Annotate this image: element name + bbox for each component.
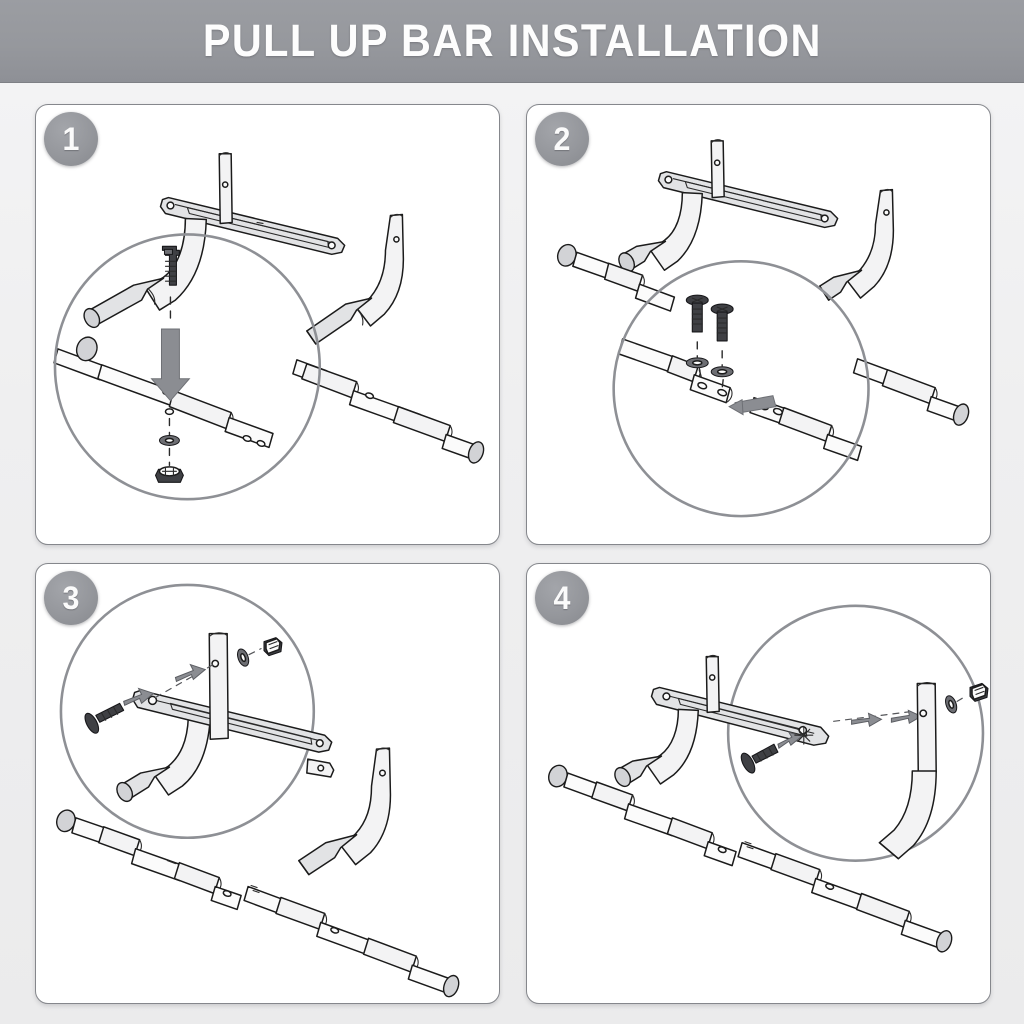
step-number-3: 3 <box>62 580 80 616</box>
main-bar-right <box>243 884 460 998</box>
wall-bracket-part <box>131 689 333 753</box>
nut-guide-line <box>248 648 262 656</box>
nut-part <box>263 637 283 657</box>
bolt-part-2 <box>710 303 734 342</box>
wall-bracket-part <box>650 686 830 746</box>
curved-arm-left <box>614 708 700 788</box>
bolt-part-1 <box>685 294 709 333</box>
step-badge-1: 1 <box>44 112 98 166</box>
step-badge-4: 4 <box>535 571 589 625</box>
bar-hole <box>164 408 175 416</box>
insert-arrow-post <box>174 663 207 683</box>
main-bar-left <box>53 336 274 449</box>
magnifier-lens <box>53 233 322 501</box>
curved-arm-right <box>306 213 405 345</box>
curved-arm-right <box>818 188 895 301</box>
washer-guide-line-1 <box>698 369 703 382</box>
vertical-post-part <box>710 139 725 199</box>
magnifier-lens <box>612 259 870 518</box>
washer-part-1 <box>685 357 709 369</box>
step-panel-2[interactable]: 2 <box>526 104 991 545</box>
step-1-illustration <box>36 105 499 544</box>
insert-arrow-left <box>123 687 155 707</box>
vertical-post-part <box>218 152 233 225</box>
steps-grid: 1 <box>35 104 991 1004</box>
magnifier-lens <box>726 604 985 862</box>
washer-part <box>945 695 958 714</box>
nut-guide-line <box>956 694 968 702</box>
nut-part <box>969 682 989 702</box>
step-number-1: 1 <box>62 121 80 157</box>
bolt-part <box>84 702 125 734</box>
main-bar-left <box>548 764 737 867</box>
step-badge-3: 3 <box>44 571 98 625</box>
wall-bracket-part <box>159 196 346 256</box>
main-bar-right <box>737 841 953 953</box>
bolt-part <box>161 245 180 286</box>
sheet-header: PULL UP BAR INSTALLATION <box>0 0 1024 83</box>
left-insert-arrow <box>728 395 777 416</box>
main-bar-right <box>292 359 485 464</box>
magnifier-lens <box>59 583 316 840</box>
washer-part <box>237 648 250 667</box>
wall-bracket-part <box>657 170 839 229</box>
insert-arrow-post <box>890 709 923 725</box>
step-2-illustration <box>527 105 990 544</box>
insert-arrow-bracket <box>777 731 803 749</box>
step-3-illustration <box>36 564 499 1003</box>
bracket-right-tab <box>306 758 335 778</box>
down-insert-arrow <box>150 328 191 402</box>
washer-part <box>158 434 180 446</box>
page-title: PULL UP BAR INSTALLATION <box>202 15 822 66</box>
step-panel-1[interactable]: 1 <box>35 104 500 545</box>
bar-tube-right <box>852 358 970 426</box>
step-4-illustration <box>527 564 990 1003</box>
curved-arm-left <box>618 191 704 273</box>
step-panel-3[interactable]: 3 <box>35 563 500 1004</box>
curved-arm-right <box>878 770 937 860</box>
washer-guide-line-2 <box>721 379 724 390</box>
step-panel-4[interactable]: 4 <box>526 563 991 1004</box>
bar-tube-left <box>556 243 676 312</box>
washer-part-2 <box>710 366 734 378</box>
main-bar-left <box>56 809 242 911</box>
insert-arrow-mid <box>851 712 883 728</box>
curved-arm-left <box>116 716 212 803</box>
curved-arm-right <box>298 747 392 876</box>
step-number-4: 4 <box>553 580 571 616</box>
bolt-part <box>740 743 779 774</box>
vertical-post-left <box>705 654 720 714</box>
vertical-post-right <box>916 682 937 774</box>
contact-marker <box>794 725 814 745</box>
nut-part <box>154 466 184 483</box>
step-badge-2: 2 <box>535 112 589 166</box>
vertical-post-part <box>208 632 229 740</box>
step-number-2: 2 <box>553 121 571 157</box>
